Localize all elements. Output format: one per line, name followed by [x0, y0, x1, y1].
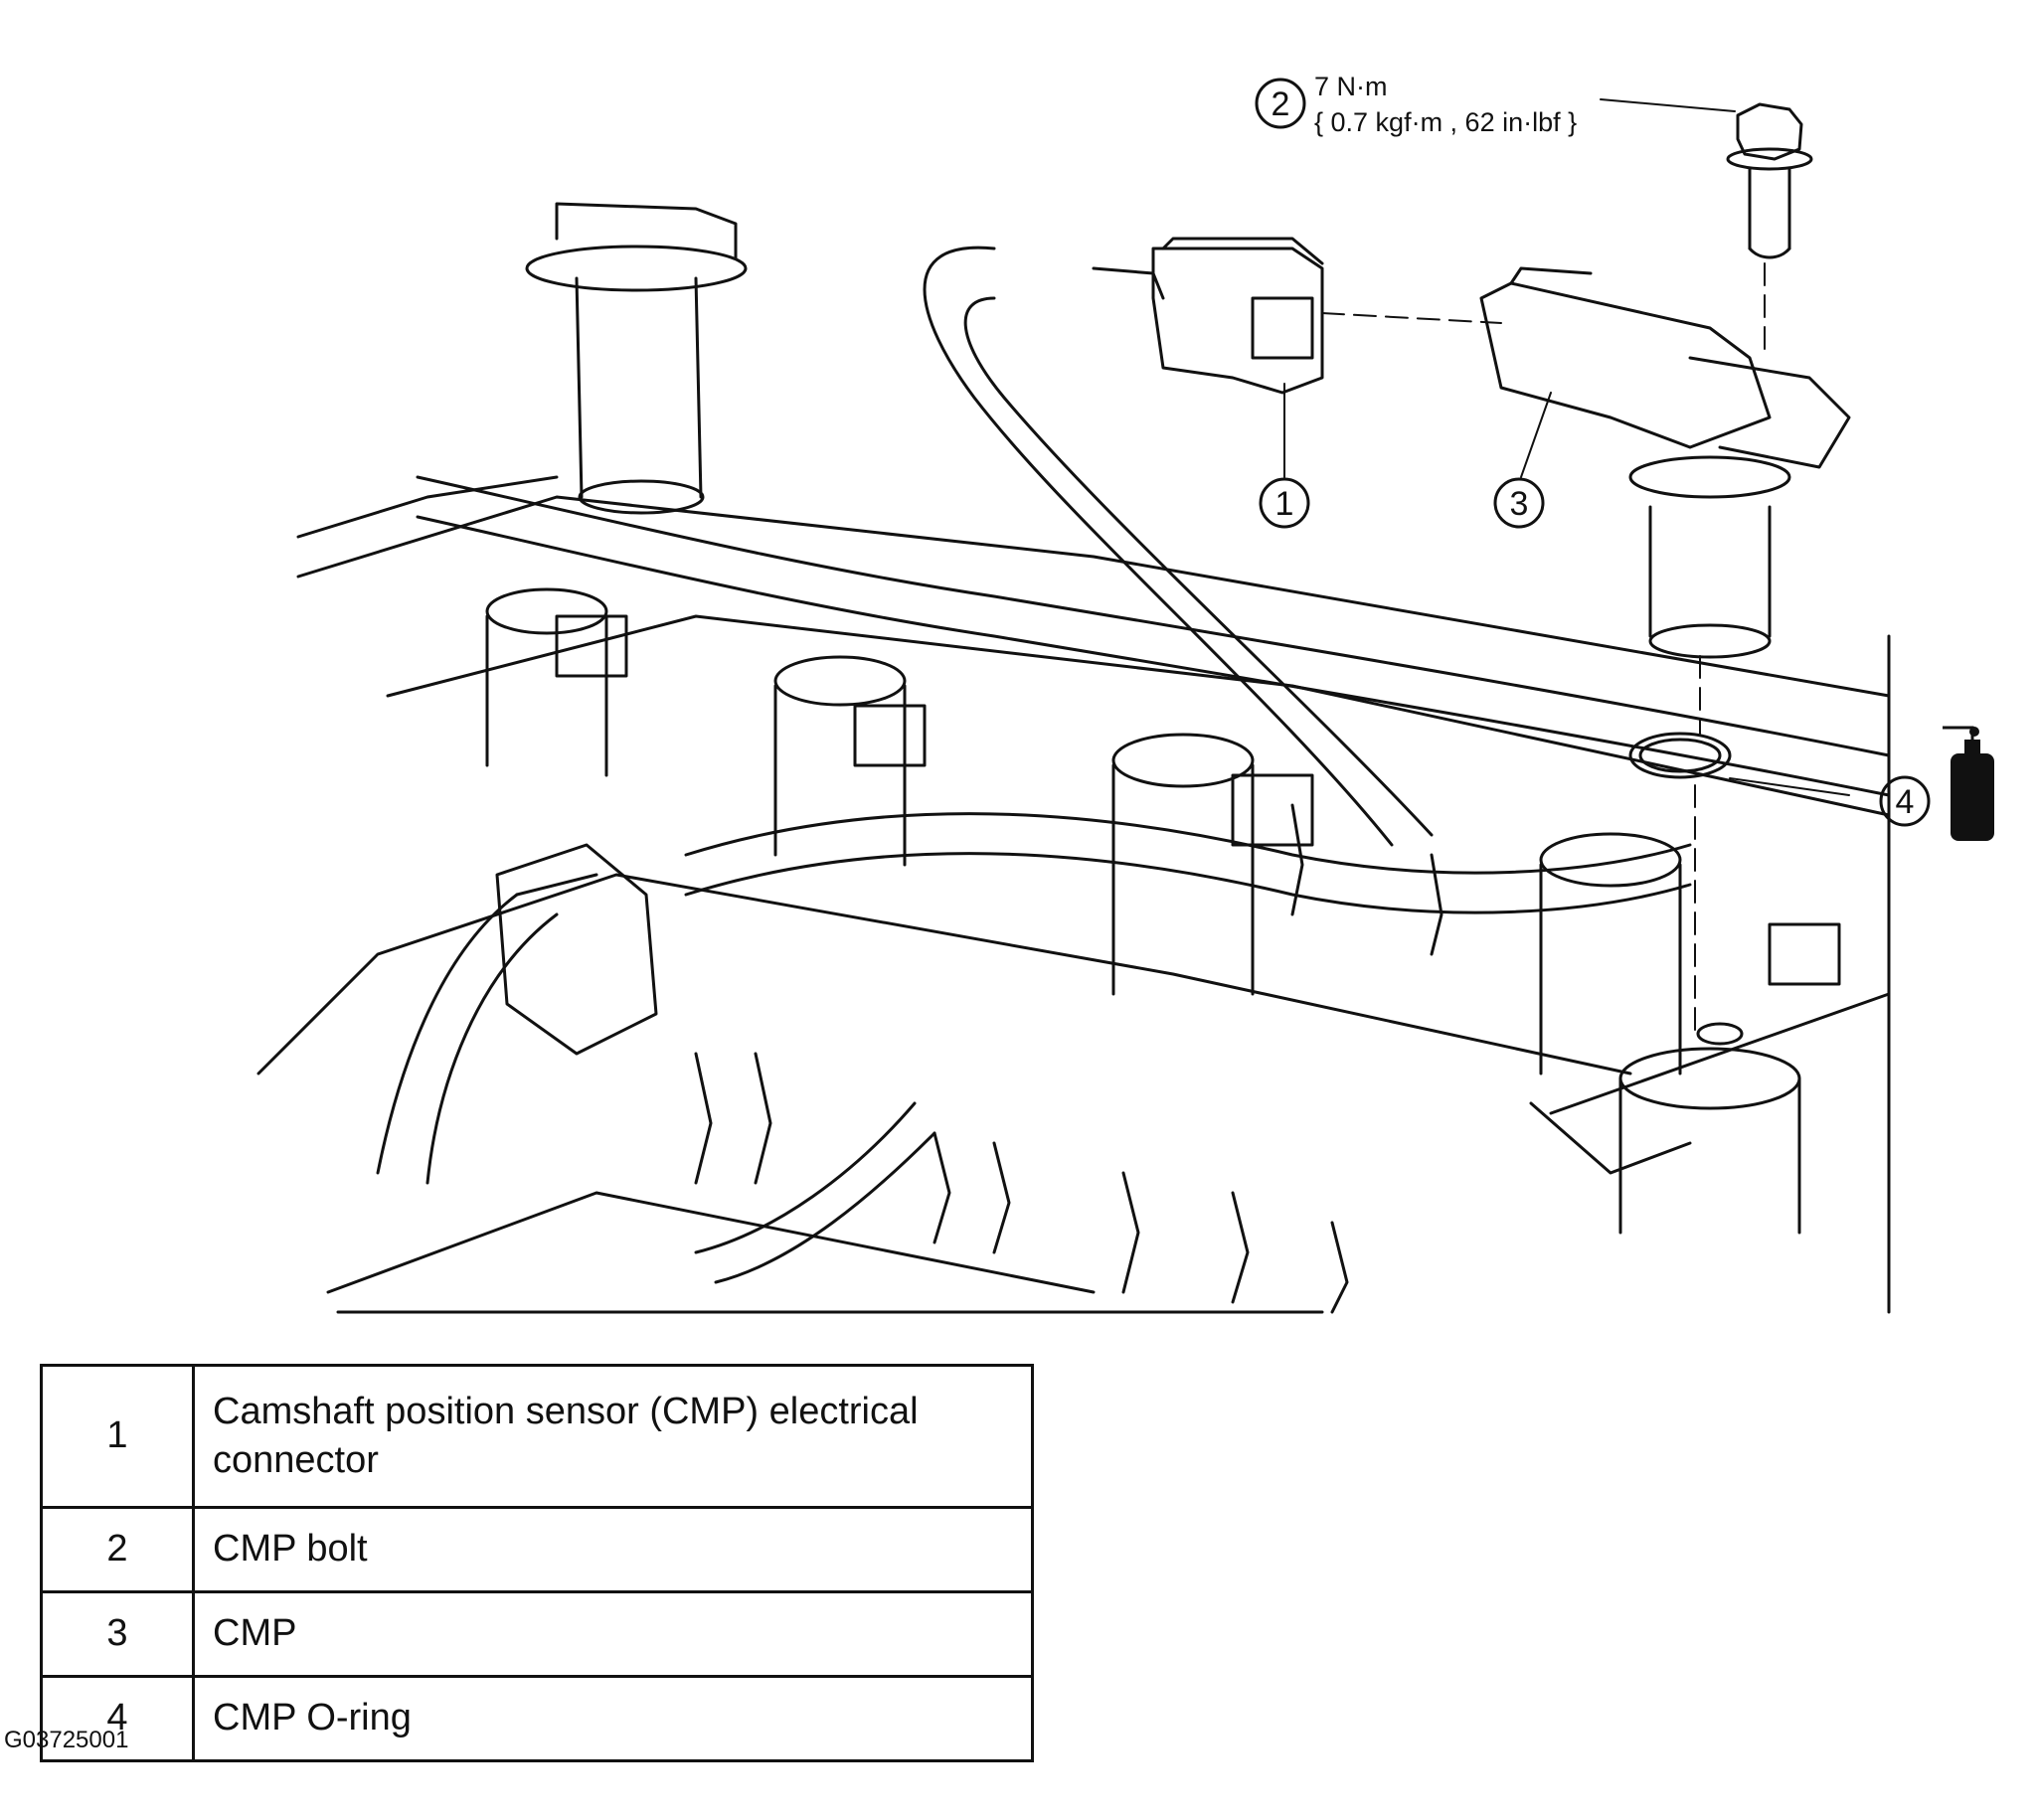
legend-description: CMP	[192, 1590, 1034, 1678]
legend-row: 2 CMP bolt	[40, 1506, 1034, 1593]
ignition-coils	[485, 587, 1682, 1075]
callout-4: 4	[1896, 783, 1915, 821]
cmp-o-ring-part	[1628, 732, 1732, 779]
legend-table: 1 Camshaft position sensor (CMP) electri…	[40, 1364, 1034, 1762]
alignment-lines	[1321, 262, 1766, 1035]
callout-1: 1	[1275, 485, 1294, 523]
legend-number: 3	[40, 1590, 195, 1678]
legend-row: 4 CMP O-ring	[40, 1675, 1034, 1762]
legend-description: CMP bolt	[192, 1506, 1034, 1593]
legend-number: 2	[40, 1506, 195, 1593]
cover-ribs	[694, 803, 1443, 1314]
cmp-mounting-boss	[1618, 1022, 1801, 1235]
legend-number: 1	[40, 1364, 195, 1509]
callout-3: 3	[1510, 485, 1529, 523]
grease-bottle-icon	[1943, 726, 1994, 841]
legend-row: 3 CMP	[40, 1590, 1034, 1678]
torque-spec-line1: 7 N·m	[1314, 72, 1388, 101]
cmp-electrical-connector-part	[1092, 237, 1324, 395]
torque-spec-line2: { 0.7 kgf·m , 62 in·lbf }	[1314, 107, 1577, 137]
legend-number: 4	[40, 1675, 195, 1762]
callout-2: 2	[1272, 85, 1290, 123]
engine-illustration: 1 2 3 4 7 N·m { 0.7 kgf·m , 62 in·lbf }	[256, 72, 1994, 1314]
cmp-bolt-part	[1726, 102, 1813, 259]
cmp-sensor-part	[1479, 266, 1851, 659]
legend-description: Camshaft position sensor (CMP) electrica…	[192, 1364, 1034, 1509]
legend-description: CMP O-ring	[192, 1675, 1034, 1762]
wiring-harness	[376, 246, 1891, 1284]
coil-connectors	[495, 614, 1841, 1056]
leader-lines	[1283, 98, 1850, 796]
cylinder-head-cover	[256, 475, 1891, 1314]
figure-code: G03725001	[4, 1727, 129, 1753]
oil-filler-cap	[525, 202, 748, 515]
legend-row: 1 Camshaft position sensor (CMP) electri…	[40, 1364, 1034, 1509]
